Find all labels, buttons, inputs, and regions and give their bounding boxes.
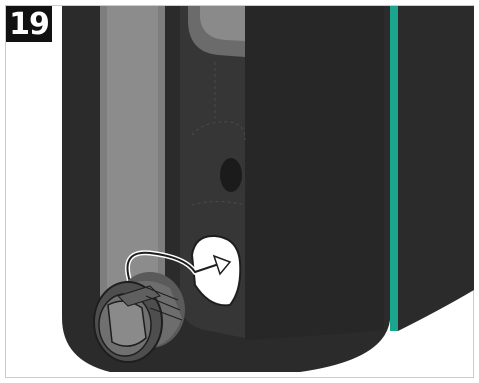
side-panel-highlight — [107, 6, 158, 318]
teal-accent-stripe — [390, 6, 398, 331]
step-number-badge: 19 — [6, 6, 52, 42]
front-panel — [245, 6, 384, 340]
drain-hole — [220, 158, 242, 192]
right-panel — [398, 6, 474, 331]
